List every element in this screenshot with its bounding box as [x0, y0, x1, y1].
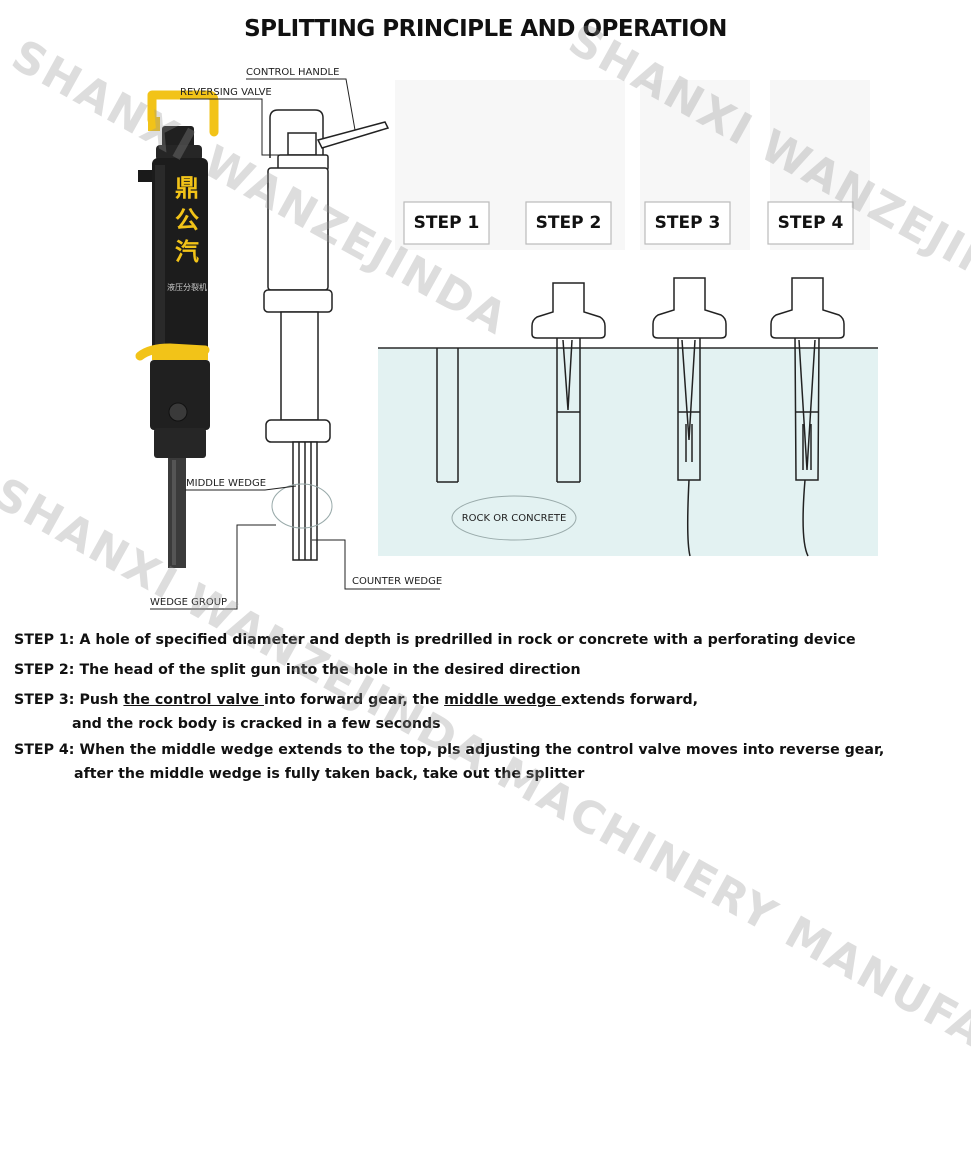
step3-text-line2: and the rock body is cracked in a few se… — [72, 716, 441, 732]
label-control-handle: CONTROL HANDLE — [246, 67, 339, 78]
step-box-label: STEP 2 — [536, 213, 602, 233]
product-char-2: 公 — [175, 206, 199, 234]
diagram-svg: STEP 1 STEP 2 STEP 3 STEP 4 鼎 — [135, 67, 878, 610]
splitter-photo: 鼎 公 汽 液压分裂机 — [135, 90, 219, 568]
step-box-3: STEP 3 — [644, 201, 731, 245]
leader-lines — [150, 78, 440, 610]
label-wedge-group: WEDGE GROUP — [150, 597, 227, 608]
wedge-ellipse — [271, 483, 333, 529]
step4-text: STEP 4: When the middle wedge extends to… — [14, 742, 885, 758]
step4-text-line2: after the middle wedge is fully taken ba… — [74, 766, 585, 782]
step2-splitter — [531, 282, 606, 483]
step-box-label: STEP 1 — [414, 213, 480, 233]
step3-splitter — [652, 277, 727, 557]
product-char-3: 汽 — [175, 238, 199, 266]
page-title: SPLITTING PRINCIPLE AND OPERATION — [244, 16, 727, 42]
step-box-label: STEP 3 — [655, 213, 721, 233]
step4-splitter — [770, 277, 845, 557]
diagram-canvas: SPLITTING PRINCIPLE AND OPERATION — [0, 14, 971, 1159]
label-middle-wedge: MIDDLE WEDGE — [186, 478, 266, 489]
label-reversing-valve: REVERSING VALVE — [180, 87, 272, 98]
step1-text: STEP 1: A hole of specified diameter and… — [14, 632, 856, 648]
label-counter-wedge: COUNTER WEDGE — [352, 576, 442, 587]
rock-label-ellipse — [451, 495, 577, 541]
label-rock-or-concrete: ROCK OR CONCRETE — [462, 513, 567, 524]
step-box-2: STEP 2 — [525, 201, 612, 245]
step-box-label: STEP 4 — [778, 213, 844, 233]
step3-text: STEP 3: Push the control valve into forw… — [14, 692, 699, 708]
product-char-1: 鼎 — [175, 174, 199, 202]
step1-hole — [436, 348, 459, 483]
splitter-drawing — [263, 109, 390, 561]
step-box-1: STEP 1 — [403, 201, 490, 245]
step-box-4: STEP 4 — [767, 201, 854, 245]
step2-text: STEP 2: The head of the split gun into t… — [14, 662, 581, 678]
product-small-text: 液压分裂机 — [167, 282, 207, 292]
